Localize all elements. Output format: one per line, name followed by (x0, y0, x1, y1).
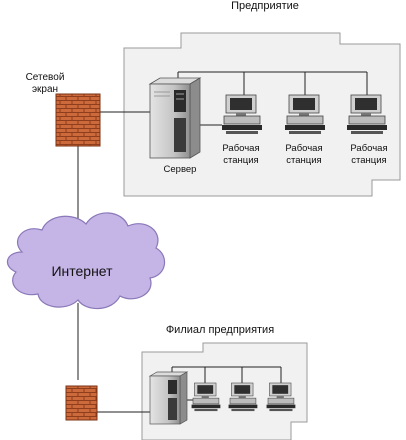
firewall-icon (55, 93, 101, 147)
workstation-icon (347, 94, 387, 134)
branch-workstation-icon (228, 382, 258, 412)
workstation-icon (222, 94, 262, 134)
internet-cloud-icon (6, 212, 166, 310)
branch-workstation-icon (266, 382, 296, 412)
workstation-label-line1: Рабочая (285, 143, 322, 154)
workstation-label-line2: станция (286, 155, 321, 166)
workstation-label-line1: Рабочая (222, 143, 259, 154)
workstation-label-line1: Рабочая (350, 143, 387, 154)
firewall-label-line1: Сетевой (26, 72, 65, 83)
server-label: Сервер (164, 164, 197, 175)
workstation-label-line2: станция (351, 155, 386, 166)
workstation-label-line2: станция (223, 155, 258, 166)
enterprise-title: Предприятие (231, 0, 299, 12)
internet-label: Интернет (51, 263, 113, 279)
server-icon (148, 77, 202, 159)
firewall-label-line2: экран (32, 84, 58, 95)
branch-title: Филиал предприятия (166, 324, 274, 336)
workstation-icon (285, 94, 325, 134)
branch-workstation-icon (191, 382, 221, 412)
network-links (77, 71, 368, 413)
branch-server-icon (148, 371, 189, 425)
branch-firewall-icon (65, 385, 98, 421)
